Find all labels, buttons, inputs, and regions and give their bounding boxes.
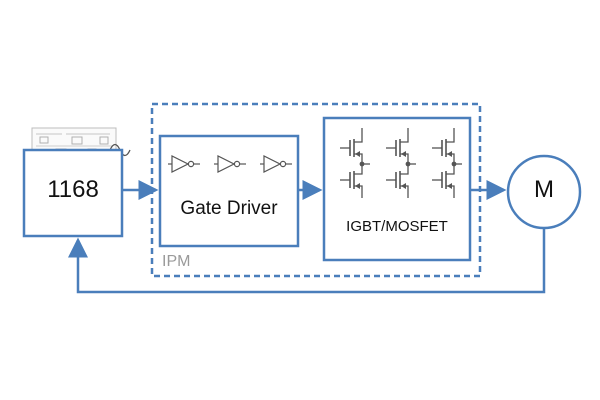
controller-block [22,148,124,238]
ipm-label: IPM [162,253,191,270]
buffer-symbol-icon [260,155,292,173]
transistor-leg-icon [386,128,416,198]
feedback-path [68,228,546,294]
gate-driver-block [158,134,300,248]
power-switch-label: IGBT/MOSFET [346,218,448,235]
power-switch-transistors [340,128,462,198]
gate-driver-label: Gate Driver [180,198,278,219]
transistor-leg-icon [432,128,462,198]
buffer-symbol-icon [214,155,246,173]
controller-label: 1168 [47,176,99,203]
motor-label: M [534,176,554,203]
buffer-symbol-icon [168,155,200,173]
gate-driver-buffers [168,155,292,173]
transistor-leg-icon [340,128,370,198]
power-switch-block [322,116,472,262]
